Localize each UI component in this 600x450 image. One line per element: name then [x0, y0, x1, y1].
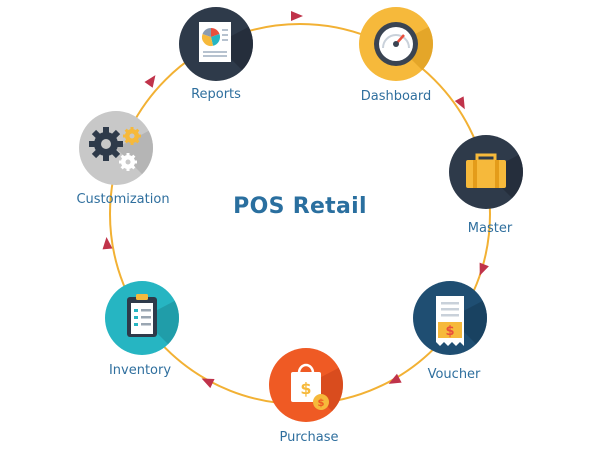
clipboard-icon: [127, 294, 157, 337]
flow-arrow: [388, 373, 402, 384]
node-dashboard: [359, 7, 433, 81]
flow-arrow: [291, 11, 303, 21]
node-customization: [79, 111, 153, 185]
shopping-bag-icon: $ $: [291, 363, 329, 410]
label-customization: Customization: [76, 192, 170, 207]
flow-arrow: [144, 75, 156, 88]
svg-text:$: $: [300, 379, 311, 398]
label-inventory: Inventory: [108, 363, 172, 378]
node-purchase: $ $: [269, 348, 343, 422]
speedometer-icon: [374, 22, 418, 66]
svg-text:$: $: [318, 398, 325, 409]
svg-text:$: $: [445, 324, 454, 339]
label-dashboard: Dashboard: [360, 89, 432, 104]
flow-arrows: [102, 11, 489, 389]
flow-arrow: [479, 262, 489, 276]
flow-arrow: [454, 96, 465, 110]
node-master: [449, 135, 523, 209]
label-master: Master: [467, 221, 513, 236]
gears-icon: [89, 127, 141, 171]
label-voucher: Voucher: [427, 367, 481, 382]
node-reports: [179, 7, 253, 81]
briefcase-icon: [466, 153, 506, 188]
flow-arrow: [201, 378, 215, 389]
node-inventory: [105, 281, 179, 355]
flow-arrow: [102, 237, 113, 250]
label-reports: Reports: [191, 87, 241, 102]
label-purchase: Purchase: [279, 430, 339, 445]
diagram-title: POS Retail: [233, 194, 367, 219]
pie-chart-report-icon: [199, 22, 231, 62]
node-voucher: $: [413, 281, 487, 355]
receipt-icon: $: [436, 296, 464, 346]
